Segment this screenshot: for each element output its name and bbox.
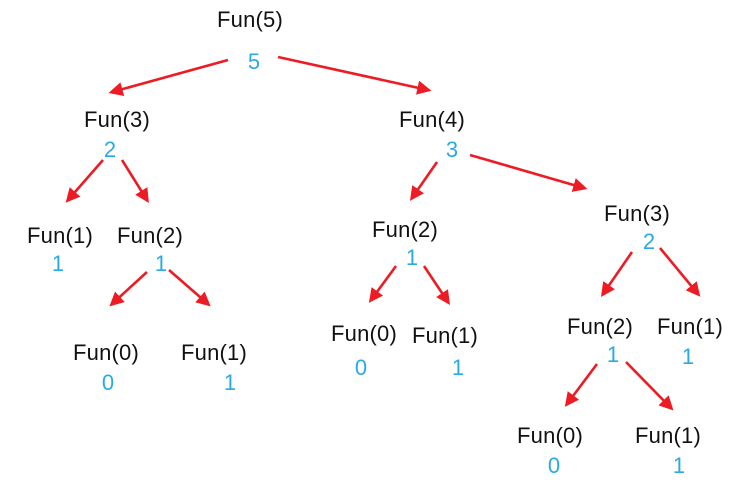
- call-label-fun1-ll: Fun(1): [27, 223, 93, 248]
- return-value-fun3-left: 2: [103, 137, 117, 162]
- call-label-fun1-right: Fun(1): [657, 314, 723, 339]
- return-value-fun1-br: 1: [672, 453, 686, 478]
- return-value-fun4: 3: [445, 137, 459, 162]
- return-value-fun0-left: 0: [101, 370, 115, 395]
- call-label-fun1-br: Fun(1): [635, 423, 701, 448]
- call-label-fun2-left: Fun(2): [117, 223, 183, 248]
- return-value-fun1-ll: 1: [51, 251, 65, 276]
- call-label-fun2-mid: Fun(2): [372, 217, 438, 242]
- call-label-fun1-left: Fun(1): [181, 340, 247, 365]
- return-value-fun1-left: 1: [223, 370, 237, 395]
- return-value-fun2-right: 1: [606, 342, 620, 367]
- return-value-fun1-mid: 1: [451, 355, 465, 380]
- call-label-fun0-br: Fun(0): [517, 423, 583, 448]
- return-value-fun2-mid: 1: [405, 245, 419, 270]
- call-label-fun5: Fun(5): [217, 7, 283, 32]
- return-value-fun5: 5: [247, 49, 261, 74]
- call-label-fun4: Fun(4): [399, 107, 465, 132]
- return-value-fun2-left: 1: [154, 251, 168, 276]
- call-label-fun3-left: Fun(3): [84, 107, 150, 132]
- call-label-fun3-right: Fun(3): [604, 201, 670, 226]
- return-value-fun0-mid: 0: [354, 355, 368, 380]
- call-label-fun1-mid: Fun(1): [412, 323, 478, 348]
- return-value-fun0-br: 0: [547, 453, 561, 478]
- return-value-fun3-right: 2: [642, 229, 656, 254]
- call-label-fun2-right: Fun(2): [567, 314, 633, 339]
- return-value-fun1-right: 1: [681, 344, 695, 369]
- call-label-fun0-mid: Fun(0): [331, 321, 397, 346]
- call-label-fun0-left: Fun(0): [73, 340, 139, 365]
